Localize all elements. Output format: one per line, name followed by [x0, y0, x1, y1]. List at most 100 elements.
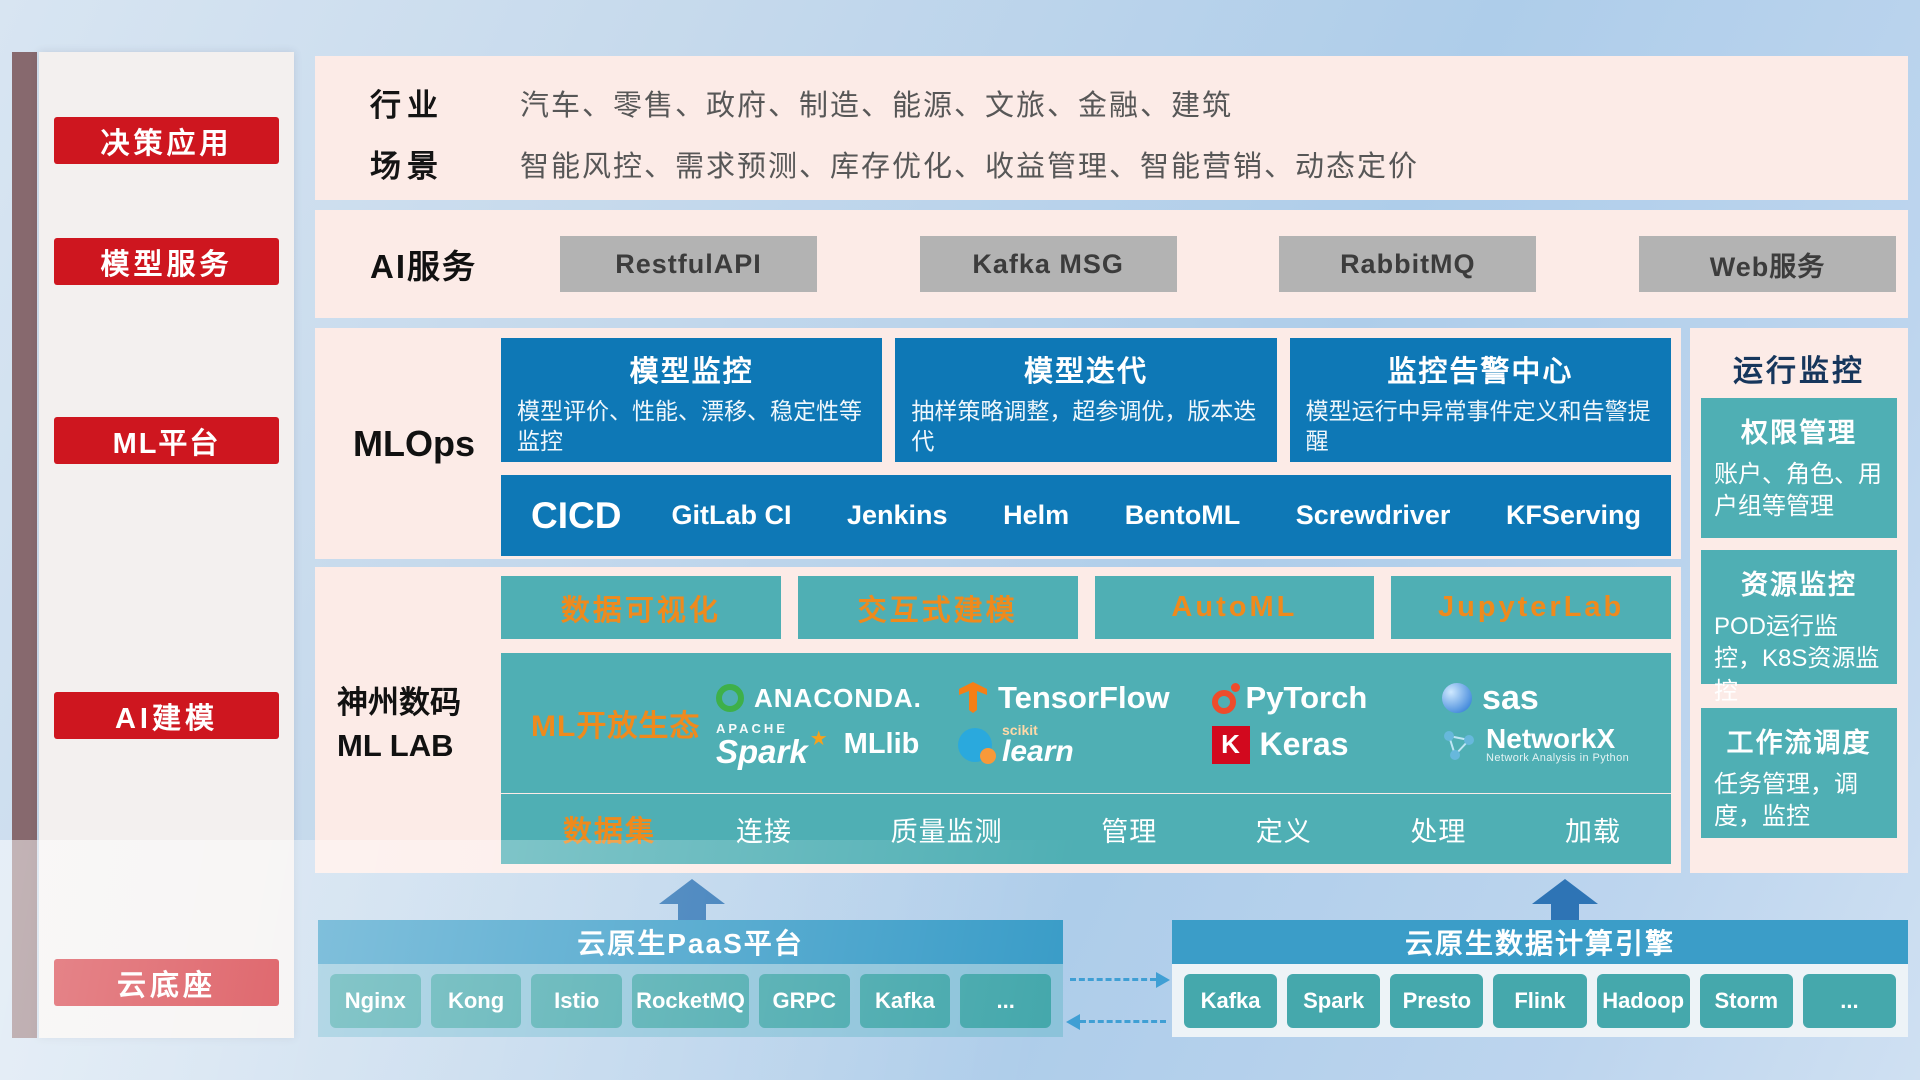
mlops-label: MLOps: [353, 422, 475, 464]
learn-text: learn: [1002, 734, 1074, 768]
networkx-wordmark: NetworkX Network Analysis in Python: [1486, 724, 1629, 765]
dataset-connect: 连接: [736, 816, 793, 847]
industry-label: 行业: [370, 88, 444, 123]
paas-platform-block: 云原生PaaS平台 Nginx Kong Istio RocketMQ GRPC…: [318, 920, 1063, 1037]
cicd-label: CICD: [531, 494, 622, 536]
cicd-kfserving: KFServing: [1505, 500, 1641, 530]
cicd-items: GitLab CI Jenkins Helm BentoML Screwdriv…: [671, 500, 1641, 531]
data-engine-items: Kafka Spark Presto Flink Hadoop Storm ..…: [1172, 964, 1908, 1037]
mlops-panel: MLOps 模型监控 模型评价、性能、漂移、稳定性等监控 模型迭代 抽样策略调整…: [315, 328, 1681, 559]
tech-kafka: Kafka: [1184, 973, 1278, 1028]
up-arrow-head: [659, 879, 725, 904]
tech-istio: Istio: [531, 973, 623, 1028]
industry-value: 汽车、零售、政府、制造、能源、文旅、金融、建筑: [520, 89, 1234, 122]
dataset-label: 数据集: [563, 816, 657, 848]
paas-platform-items: Nginx Kong Istio RocketMQ GRPC Kafka ...: [318, 964, 1063, 1037]
spark-text: Spark: [716, 732, 808, 770]
card-title: 资源监控: [1741, 570, 1857, 600]
chip-data-visualization: 数据可视化: [501, 576, 781, 639]
dataset-bar: 数据集 连接 质量监测 管理 定义 处理 加载: [501, 794, 1671, 864]
dashed-arrow-right: [1070, 972, 1170, 988]
card-desc: 抽样策略调整，超参调优，版本迭代: [911, 398, 1257, 454]
mllab-panel: 神州数码 ML LAB 数据可视化 交互式建模 AutoML JupyterLa…: [315, 567, 1681, 873]
card-title: 监控告警中心: [1387, 356, 1574, 388]
keras-k-glyph: K: [1221, 729, 1240, 759]
spark-text-wrap: Spark★: [716, 729, 828, 770]
tech-hadoop: Hadoop: [1596, 973, 1690, 1028]
spark-star-icon: ★: [809, 727, 828, 750]
sidebar-item-decision-apps: 决策应用: [54, 117, 279, 164]
layer-sidebar: 决策应用 模型服务 ML平台 AI建模 云底座: [39, 52, 294, 1038]
tech-more: ...: [960, 973, 1052, 1028]
dashed-arrow-left: [1066, 1014, 1166, 1030]
tech-more: ...: [1802, 973, 1896, 1028]
left-accent-strip: [12, 52, 37, 1038]
card-workflow-scheduling: 工作流调度 任务管理，调度，监控: [1701, 708, 1897, 838]
tensorflow-text: TensorFlow: [998, 680, 1170, 715]
sas-text: sas: [1482, 678, 1539, 717]
keras-logo: K Keras: [1211, 725, 1442, 764]
up-arrow-engine: [1532, 879, 1598, 920]
cicd-gitlab-ci: GitLab CI: [671, 500, 792, 530]
up-arrow-stem: [678, 904, 706, 920]
card-title: 权限管理: [1741, 418, 1857, 448]
cicd-helm: Helm: [1003, 500, 1070, 530]
networkx-logo: NetworkX Network Analysis in Python: [1442, 724, 1661, 765]
dataset-manage: 管理: [1101, 816, 1158, 847]
data-engine-block: 云原生数据计算引擎 Kafka Spark Presto Flink Hadoo…: [1172, 920, 1908, 1037]
chip-automl: AutoML: [1094, 576, 1375, 639]
up-arrow-paas: [659, 879, 725, 920]
ai-service-items: RestfulAPI Kafka MSG RabbitMQ Web服务: [560, 236, 1896, 292]
cicd-jenkins: Jenkins: [847, 500, 948, 530]
ai-service-restfulapi: RestfulAPI: [560, 236, 817, 292]
tech-spark: Spark: [1287, 973, 1381, 1028]
ai-service-rabbitmq: RabbitMQ: [1279, 236, 1537, 292]
tech-kafka: Kafka: [859, 973, 951, 1028]
scene-value: 智能风控、需求预测、库存优化、收益管理、智能营销、动态定价: [520, 150, 1420, 183]
card-desc: 任务管理，调度，监控: [1714, 771, 1858, 831]
tech-nginx: Nginx: [330, 973, 421, 1028]
card-model-monitoring: 模型监控 模型评价、性能、漂移、稳定性等监控: [501, 338, 883, 462]
pytorch-text: PyTorch: [1245, 680, 1368, 715]
sidebar-item-ai-modeling: AI建模: [54, 692, 279, 739]
spark-apache-text: APACHE: [716, 720, 788, 736]
tensorflow-logo: TensorFlow: [958, 680, 1212, 716]
cicd-bentoml: BentoML: [1124, 500, 1241, 530]
card-model-iteration: 模型迭代 抽样策略调整，超参调优，版本迭代: [895, 338, 1277, 462]
sas-icon: [1442, 683, 1473, 713]
dataset-define: 定义: [1255, 816, 1312, 847]
dataset-process: 处理: [1410, 816, 1467, 847]
sidebar-item-ml-platform: ML平台: [54, 417, 279, 464]
scikit-learn-wordmark: scikit learn: [1002, 723, 1074, 767]
ml-ecosystem-logos: ANACONDA. TensorFlow PyTorch sas: [716, 679, 1661, 768]
chip-interactive-modeling: 交互式建模: [797, 576, 1078, 639]
ai-service-panel: AI服务 RestfulAPI Kafka MSG RabbitMQ Web服务: [315, 210, 1908, 318]
ml-ecosystem-label: ML开放生态: [531, 710, 701, 743]
card-desc: 账户、角色、用户组等管理: [1714, 461, 1882, 521]
paas-platform-title: 云原生PaaS平台: [318, 920, 1063, 964]
anaconda-logo: ANACONDA.: [716, 683, 958, 714]
tech-storm: Storm: [1699, 973, 1793, 1028]
ml-ecosystem-panel: ML开放生态 ANACONDA. TensorFlow PyTorch: [501, 653, 1671, 793]
mllab-label-line2: ML LAB: [337, 727, 454, 763]
pytorch-icon: [1211, 683, 1240, 714]
tech-kong: Kong: [430, 973, 522, 1028]
cicd-screwdriver: Screwdriver: [1295, 500, 1451, 530]
mllab-label-line1: 神州数码: [337, 684, 461, 720]
card-title: 工作流调度: [1726, 728, 1872, 758]
networkx-text: NetworkX: [1486, 723, 1616, 755]
networkx-icon: [1444, 730, 1475, 760]
anaconda-icon: [716, 684, 744, 712]
dataset-quality: 质量监测: [890, 816, 1003, 847]
cicd-bar: CICD GitLab CI Jenkins Helm BentoML Scre…: [501, 475, 1671, 556]
scene-label: 场景: [370, 149, 444, 184]
card-permission-management: 权限管理 账户、角色、用户组等管理: [1701, 398, 1897, 538]
keras-icon: K: [1211, 725, 1250, 764]
sas-logo: sas: [1442, 679, 1661, 718]
mllab-label: 神州数码 ML LAB: [337, 567, 499, 873]
spark-mllib-logo: APACHE Spark★ MLlib: [716, 722, 958, 768]
spark-wordmark: APACHE Spark★: [716, 722, 828, 768]
sidebar-item-model-service: 模型服务: [54, 238, 279, 285]
tech-rocketmq: RocketMQ: [632, 973, 749, 1028]
